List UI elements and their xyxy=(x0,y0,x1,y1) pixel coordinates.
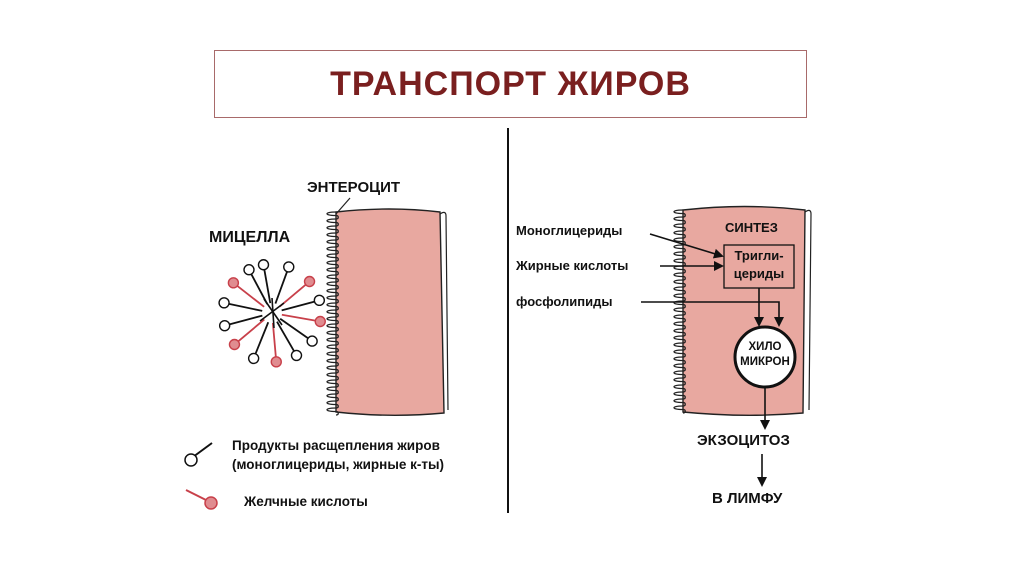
phospholipids-arrow xyxy=(641,301,784,327)
enterocyte-cell-right xyxy=(673,205,812,416)
lipid-head xyxy=(243,264,255,276)
slide-title: ТРАНСПОРТ ЖИРОВ xyxy=(330,64,691,103)
legend-products-line2: (моноглицериды, жирные к-ты) xyxy=(232,457,445,472)
lipid-head xyxy=(306,335,318,347)
lipid-tail xyxy=(279,317,309,339)
title-box: ТРАНСПОРТ ЖИРОВ xyxy=(214,50,807,118)
phospholipids-label: фосфолипиды xyxy=(516,294,613,309)
chylomicron-line1: ХИЛО xyxy=(748,341,782,353)
lipid-head xyxy=(283,261,295,273)
enterocyte-pointer xyxy=(335,197,351,215)
legend-products-line1: Продукты расщепления жиров xyxy=(232,438,440,453)
enterocyte-label: ЭНТЕРОЦИТ xyxy=(307,179,401,196)
bile-acid-tail xyxy=(279,284,307,308)
bile-acid-tail xyxy=(271,322,277,357)
bile-acid-head xyxy=(228,338,241,351)
bile-acid-head xyxy=(227,277,240,289)
micelle-core-line xyxy=(259,302,285,322)
legend-bile-acid-icon xyxy=(185,489,218,510)
lipid-tail xyxy=(276,321,295,352)
fatty-acids-label: Жирные кислоты xyxy=(516,258,629,273)
bile-acid-tail xyxy=(237,318,265,342)
lipid-tail xyxy=(254,321,270,355)
legend-bile-acids: Желчные кислоты xyxy=(244,494,368,509)
lipid-head xyxy=(290,349,303,362)
center-divider xyxy=(507,128,509,513)
chylomicron-line2: МИКРОН xyxy=(740,356,790,368)
micelle-label: МИЦЕЛЛА xyxy=(209,229,291,246)
microvilli-border xyxy=(326,211,339,416)
lipid-head xyxy=(218,319,231,332)
bile-acid-tail xyxy=(281,313,316,322)
enterocyte-cell xyxy=(326,208,449,416)
lipid-head xyxy=(257,259,270,271)
lipid-tail xyxy=(281,300,315,312)
synthesis-label: СИНТЕЗ xyxy=(725,220,778,235)
triglycerides-line1: Тригли- xyxy=(734,248,784,263)
lipid-head xyxy=(313,294,326,307)
lipid-tail xyxy=(263,269,272,304)
to-lymph-label: В ЛИМФУ xyxy=(712,490,783,507)
lipid-head xyxy=(218,297,230,309)
lipid-tail xyxy=(229,314,263,326)
lipid-tail xyxy=(228,302,263,312)
bile-acid-head xyxy=(314,315,326,328)
lipid-head xyxy=(247,352,260,365)
lipid-tail xyxy=(274,271,288,304)
legend-product-icon xyxy=(184,442,213,467)
micelle-core-line xyxy=(271,297,275,329)
monoglycerides-label: Моноглицериды xyxy=(516,223,623,238)
monoglycerides-arrow xyxy=(649,233,724,259)
micelle xyxy=(218,259,326,368)
bile-acid-head xyxy=(303,275,316,288)
exocytosis-label: ЭКЗОЦИТОЗ xyxy=(697,432,790,449)
bile-acid-head xyxy=(270,356,282,368)
bile-acid-tail xyxy=(236,285,265,308)
triglycerides-line2: цериды xyxy=(733,266,785,281)
